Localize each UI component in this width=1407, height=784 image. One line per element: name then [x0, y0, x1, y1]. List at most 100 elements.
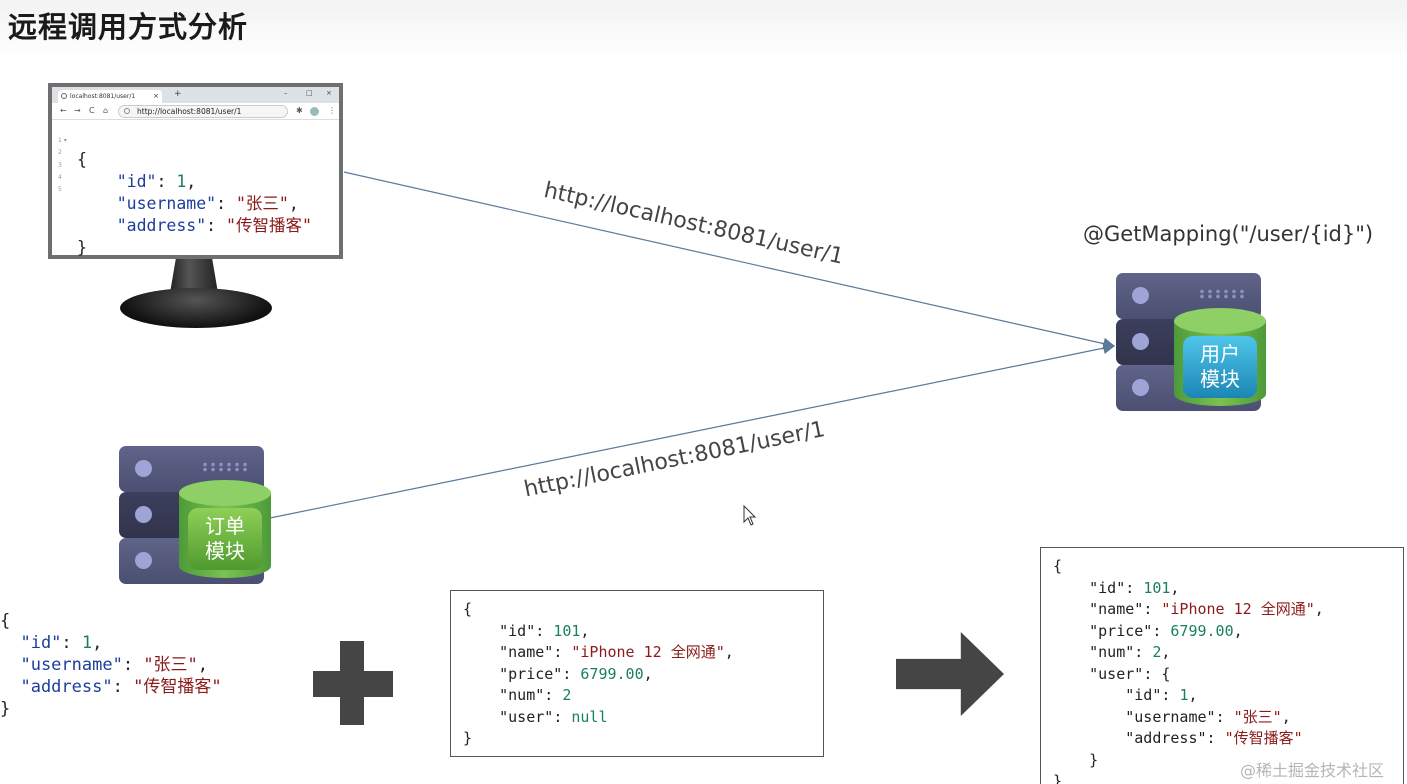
code-line: "id": 101, — [1053, 578, 1391, 600]
page-title: 远程调用方式分析 — [8, 10, 249, 44]
code-token: { — [0, 611, 11, 631]
code-token: "num" — [1053, 643, 1135, 661]
code-token: : — [206, 216, 227, 235]
extension-icon[interactable]: ✱ — [296, 106, 303, 115]
monitor-stand-base — [120, 288, 272, 328]
order-to-user-arrow — [269, 342, 1116, 519]
code-token: 1 — [1179, 686, 1189, 704]
order-module-label-line: 模块 — [205, 539, 245, 563]
code-token: : — [1161, 686, 1180, 704]
code-token: "iPhone 12 全网通" — [571, 643, 725, 661]
tab-close-icon[interactable]: × — [153, 92, 159, 100]
code-line: "price": 6799.00, — [463, 664, 811, 686]
code-token: , — [288, 194, 299, 213]
address-bar[interactable]: http://localhost:8081/user/1 — [118, 105, 288, 118]
code-token: , — [1314, 600, 1324, 618]
code-token: "传智播客" — [1224, 729, 1303, 747]
code-line: } — [0, 698, 222, 720]
code-line: "num": 2, — [1053, 642, 1391, 664]
maximize-icon[interactable]: □ — [306, 89, 313, 97]
result-json-box: { "id": 101, "name": "iPhone 12 全网通", "p… — [1040, 547, 1404, 784]
code-token: } — [1053, 772, 1063, 784]
code-token: : — [1215, 707, 1234, 726]
code-line: "id": 1, — [1053, 685, 1391, 707]
code-line: "num": 2 — [463, 685, 811, 707]
code-token: "num" — [463, 686, 545, 704]
code-token: } — [1053, 750, 1099, 769]
new-tab-icon[interactable]: + — [174, 89, 182, 99]
code-token: "id" — [77, 172, 157, 191]
code-token: : — [1143, 600, 1162, 618]
code-token: "user" — [463, 707, 554, 726]
code-line: "address": "传智播客" — [0, 676, 222, 698]
code-token: { — [463, 600, 473, 618]
code-token: "id" — [1053, 578, 1126, 597]
browser-tab[interactable]: localhost:8081/user/1 × — [58, 90, 162, 103]
monitor-stand-neck — [170, 259, 218, 293]
code-token: 101 — [553, 621, 581, 640]
code-token: "address" — [77, 216, 207, 235]
user-module-label-line: 用户 — [1200, 342, 1240, 366]
close-window-icon[interactable]: × — [326, 89, 332, 97]
code-token: , — [1188, 686, 1198, 704]
code-line: { — [0, 610, 222, 632]
code-line: { — [1053, 556, 1391, 578]
code-token: : — [112, 677, 134, 697]
get-mapping-annotation: @GetMapping("/user/{id}") — [1083, 222, 1374, 246]
code-token: , — [1233, 621, 1243, 640]
user-module-database-icon: 用户 模块 — [1174, 308, 1266, 414]
code-line: { — [77, 149, 312, 171]
code-token: null — [571, 707, 608, 726]
code-token: : — [562, 664, 581, 683]
line-number: 5 — [58, 186, 62, 194]
code-token: , — [186, 172, 197, 191]
code-token: 6799.00 — [580, 664, 644, 683]
home-icon[interactable]: ⌂ — [103, 106, 109, 115]
code-line: "id": 101, — [463, 621, 811, 643]
forward-icon[interactable]: → — [74, 106, 81, 115]
code-token: , — [1281, 707, 1291, 726]
mouse-cursor-icon — [743, 505, 757, 526]
code-line: "user": { — [1053, 664, 1391, 686]
code-line: } — [1053, 771, 1391, 784]
code-token: "iPhone 12 全网通" — [1161, 600, 1315, 618]
order-json-box: { "id": 101, "name": "iPhone 12 全网通", "p… — [450, 590, 824, 757]
menu-dots-icon[interactable]: ⋮ — [328, 106, 336, 115]
code-token: } — [77, 238, 87, 257]
code-line: { — [463, 599, 811, 621]
browser-tabbar: localhost:8081/user/1 × + – □ × — [52, 87, 339, 103]
profile-avatar-icon[interactable] — [310, 107, 319, 116]
code-token: "user" — [1053, 664, 1144, 683]
site-info-icon — [124, 108, 130, 114]
code-token: 1 — [81, 633, 93, 653]
code-token: "username" — [77, 194, 217, 213]
code-token: "张三" — [235, 194, 289, 213]
monitor-screen: localhost:8081/user/1 × + – □ × ← → C ⌂ … — [48, 83, 343, 259]
back-icon[interactable]: ← — [60, 106, 67, 115]
code-token: , — [197, 655, 209, 675]
code-token: "name" — [463, 643, 554, 661]
code-token: 1 — [176, 172, 187, 191]
code-token: 101 — [1143, 578, 1171, 597]
browser-toolbar: ← → C ⌂ http://localhost:8081/user/1 ✱ ⋮ — [52, 103, 339, 120]
code-token: , — [1170, 578, 1180, 597]
line-number: 4 — [58, 173, 62, 181]
code-token: : — [1206, 729, 1225, 747]
code-line: "username": "张三", — [0, 654, 222, 676]
code-token: : — [216, 194, 236, 213]
reload-icon[interactable]: C — [89, 106, 95, 115]
code-token: "传智播客" — [133, 677, 222, 697]
code-line: } — [463, 728, 811, 750]
code-token: : — [1134, 643, 1153, 661]
code-token: : — [535, 621, 554, 640]
code-token: "id" — [0, 633, 62, 653]
code-line: "price": 6799.00, — [1053, 621, 1391, 643]
minimize-icon[interactable]: – — [284, 89, 288, 97]
order-module-label-line: 订单 — [205, 514, 245, 538]
code-token: "id" — [463, 621, 536, 640]
code-token: : — [553, 707, 572, 726]
code-token: : — [156, 172, 177, 191]
user-json: { "id": 1, "username": "张三", "address": … — [0, 610, 222, 720]
code-token: , — [724, 643, 734, 661]
